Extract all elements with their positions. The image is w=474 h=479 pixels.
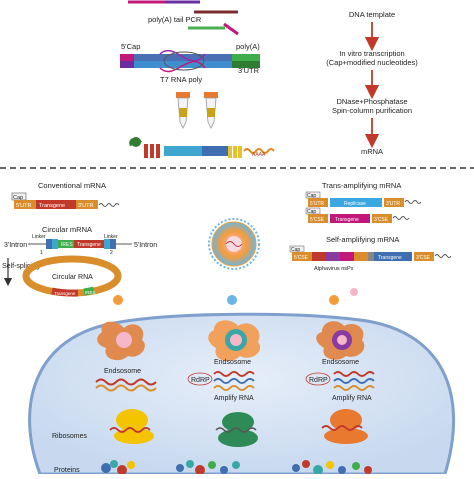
self-transgene: Transgene [378, 255, 402, 261]
workflow-step2-line2: (Cap+modified nucleotides) [326, 58, 418, 67]
endosome-2 [208, 320, 261, 362]
workflow-step4: mRNA [361, 147, 383, 156]
circular-mrna-precursor [28, 239, 132, 249]
endosome-2-label: Endsosome [214, 359, 251, 366]
endosome-3 [316, 321, 365, 360]
circular-rna-label: Circular RNA [52, 274, 93, 281]
trans-amplifying-construct-2 [305, 207, 410, 223]
trans-cap2: Cap [307, 209, 316, 215]
tube-icon [176, 92, 190, 129]
protein-cluster-1 [101, 460, 135, 475]
trans-utr5: 5'UTR [310, 201, 324, 207]
lipid-nanoparticle-icon [208, 218, 260, 270]
self-amplifying-construct [289, 245, 452, 261]
amplify-rna-1 [213, 371, 255, 391]
ribosome-3 [321, 409, 368, 444]
polya-pcr-label: poly(A) tail PCR [148, 15, 202, 24]
conventional-mrna-construct [11, 192, 120, 209]
workflow-step3-line1: DNase+Phosphatase [336, 97, 407, 106]
ribosome-2 [215, 412, 258, 447]
t7-label: T7 RNA poly [160, 75, 202, 84]
trans-cse1: 5'CSE [310, 217, 325, 223]
self-alphavirus: Alphavirus nsPs [314, 266, 354, 272]
circular-linker1-num: 1 [40, 250, 43, 256]
trans-cse2: 3'CSE [374, 217, 389, 223]
conventional-utr5: 5'UTR [16, 203, 31, 209]
tube-icon-2 [204, 92, 218, 129]
circular-linker1: Linker [32, 234, 46, 240]
rdrp-2-box [305, 372, 331, 386]
trans-replicase: Replicase [344, 201, 366, 207]
self-amplifying-title: Self-amplifying mRNA [326, 235, 399, 244]
trans-amplifying-title: Trans-amplifying mRNA [322, 181, 401, 190]
rdrp-1-label: RdRP [191, 377, 210, 384]
self-cap: Cap [291, 247, 300, 253]
circular-linker2-num: 2 [110, 250, 113, 256]
self-cse1: 5'CSE [294, 255, 309, 261]
pcr-primers [128, 0, 238, 14]
dna-template [120, 49, 260, 73]
amplify-rna-2 [333, 371, 375, 391]
pcr-product [188, 22, 239, 36]
cap5-label: 5'Cap [121, 42, 140, 51]
self-splicing-label: Self-splicing [2, 263, 40, 270]
workflow-step2-line1: In vitro transcription [339, 49, 404, 58]
proteins-label: Proteins [54, 467, 80, 474]
conventional-transgene: Transgene [39, 203, 65, 209]
workflow-step3-line2: Spin-column purification [332, 106, 412, 115]
circular-intron3: 3'Intron [4, 242, 27, 249]
trans-transgene: Transgene [335, 217, 359, 223]
final-mrna-construct [129, 137, 275, 158]
endosome-3-label: Endsosome [322, 359, 359, 366]
utr3-label: 3'UTR [238, 66, 260, 75]
circular-transgene: Transgene [77, 242, 101, 248]
trans-utr3: 3'UTR [386, 201, 400, 207]
circular-ires: IRES [61, 242, 73, 248]
amplify-rna-2-label: Amplify RNA [332, 395, 372, 402]
ribosome-1 [109, 409, 154, 444]
endosome-1-label: Endsosome [104, 368, 141, 375]
conventional-mrna-title: Conventional mRNA [38, 181, 106, 190]
polya-label: poly(A) [236, 42, 260, 51]
circular-intron5: 5'Intron [134, 242, 157, 249]
ring-transgene: Transgene [54, 291, 76, 296]
uptake-lnps [113, 288, 358, 305]
circular-linker2: Linker [104, 234, 118, 240]
endosome-1 [97, 321, 145, 361]
conventional-cap: Cap [13, 195, 23, 201]
conventional-utr3: 3'UTR [78, 203, 93, 209]
trans-amplifying-construct-1 [305, 191, 422, 207]
trans-cap1: Cap [307, 193, 316, 199]
t7-polymerase [163, 51, 205, 71]
released-mrna [95, 378, 157, 392]
circular-rna-ring [22, 255, 122, 297]
protein-cluster-3 [292, 460, 372, 475]
protein-cluster-2 [176, 460, 240, 475]
rdrp-1-box [187, 372, 213, 386]
ribosomes-label: Ribosomes [52, 433, 88, 440]
self-cse2: 3'CSE [416, 255, 431, 261]
circular-mrna-title: Circular mRNA [42, 225, 92, 234]
ring-ires: IRES [85, 290, 96, 295]
aaaa-label: AAAA [252, 152, 266, 158]
amplify-rna-1-label: Amplify RNA [214, 395, 254, 402]
workflow-step1: DNA template [349, 10, 395, 19]
rdrp-2-label: RdRP [309, 377, 328, 384]
